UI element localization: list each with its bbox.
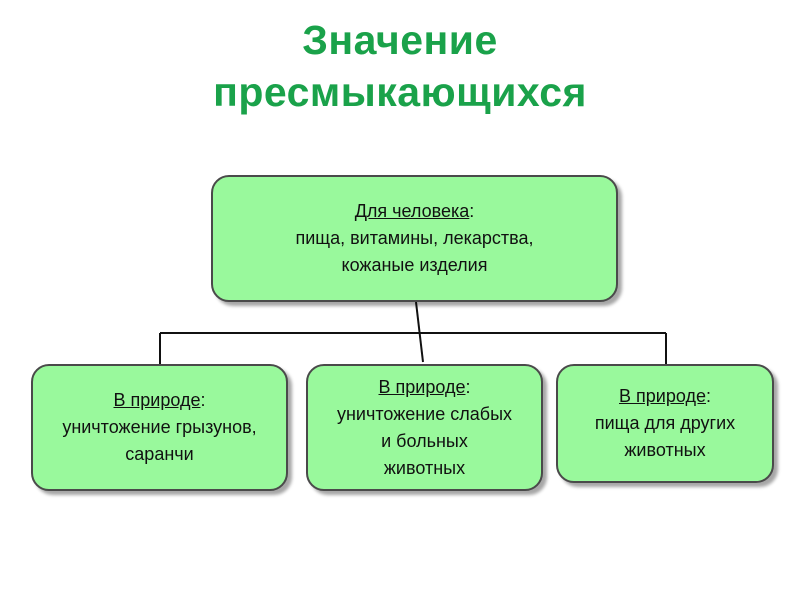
node-text-line: и больных xyxy=(381,430,468,451)
node-heading-colon: : xyxy=(469,201,475,221)
node-text-line: уничтожение слабых xyxy=(336,403,513,424)
node-heading: В природе xyxy=(113,390,201,410)
title-line-2: пресмыкающихся xyxy=(213,69,587,115)
node-text-line: саранчи xyxy=(125,444,194,464)
node-heading: В природе xyxy=(619,386,706,406)
node-text-line: пища для других xyxy=(594,413,736,433)
node-text-line: кожаные изделия xyxy=(341,255,488,275)
node-heading: В природе xyxy=(378,376,466,397)
node-heading: Для человека xyxy=(354,201,470,221)
node-text-line: животных xyxy=(624,440,706,460)
node-heading-line: В природе: xyxy=(308,374,541,401)
node-heading-line: В природе: xyxy=(33,387,286,414)
node-heading-colon: : xyxy=(705,386,711,406)
node-heading-colon: : xyxy=(465,376,471,397)
node-for-humans: Для человека: пища, витамины, лекарства,… xyxy=(211,175,618,302)
page-title: Значение пресмыкающихся xyxy=(0,14,800,118)
node-heading-line: Для человека: xyxy=(213,198,616,225)
node-text-line: животных xyxy=(383,457,466,478)
node-text-line: пища, витамины, лекарства, xyxy=(295,228,534,248)
node-heading-line: В природе: xyxy=(558,383,772,410)
node-in-nature-food: В природе: пища для других животных xyxy=(556,364,774,483)
node-heading-colon: : xyxy=(200,390,206,410)
title-line-1: Значение xyxy=(302,17,498,63)
node-in-nature-weak-animals: В природе: уничтожение слабых и больных … xyxy=(306,364,543,491)
node-in-nature-rodents: В природе: уничтожение грызунов, саранчи xyxy=(31,364,288,491)
node-text-line: уничтожение грызунов, xyxy=(62,417,257,437)
